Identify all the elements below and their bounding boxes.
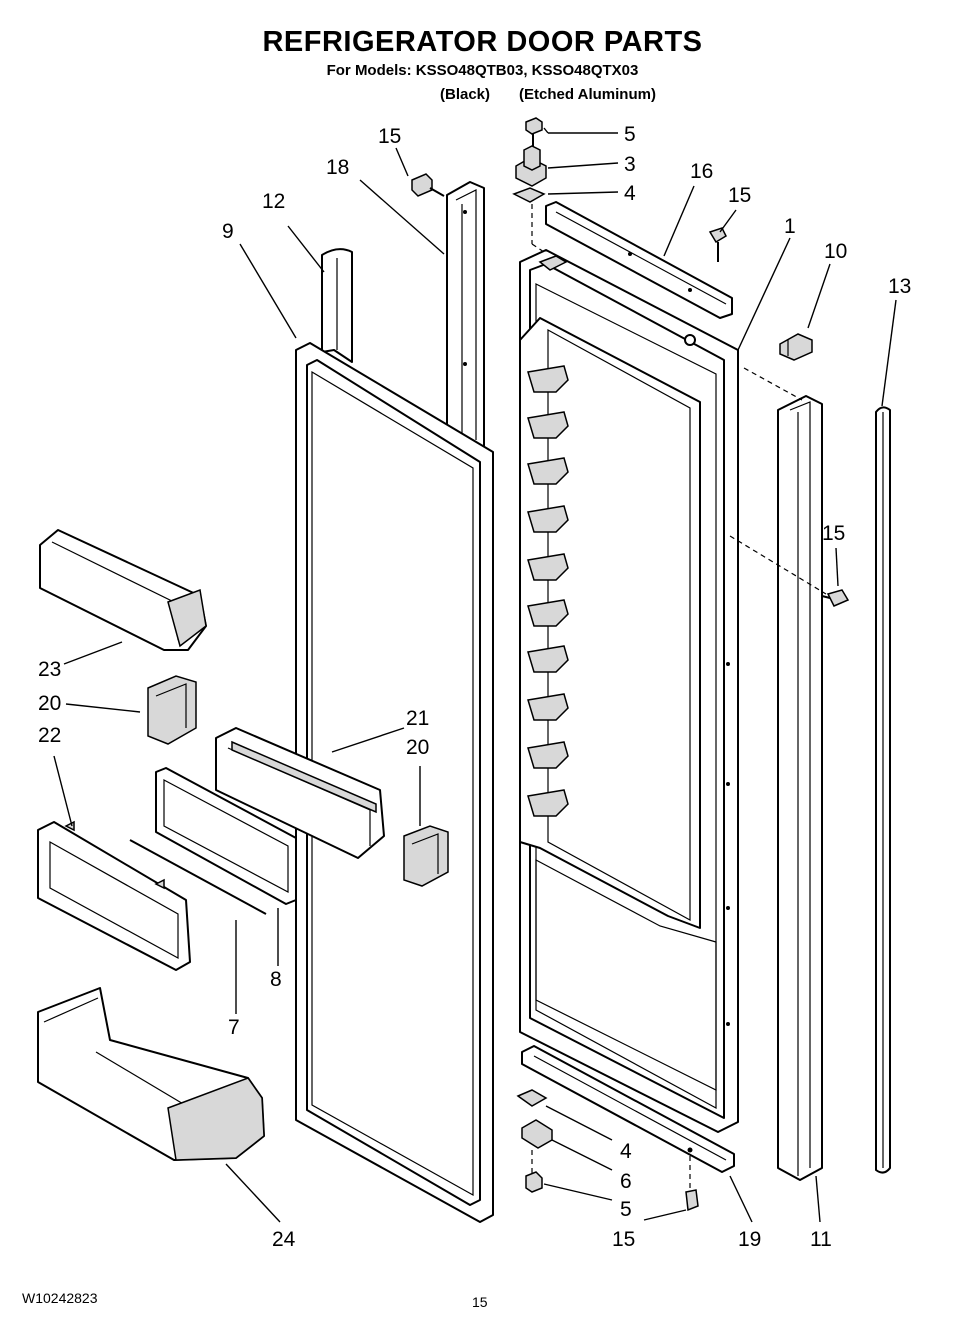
callout-10-clip: 10 <box>824 240 847 263</box>
callout-19-bottom-trim: 19 <box>738 1228 761 1251</box>
page-number: 15 <box>472 1294 488 1310</box>
callout-4-top-spacer: 4 <box>624 182 636 205</box>
callout-9-door-gasket: 9 <box>222 220 234 243</box>
callout-3-top-hinge: 3 <box>624 153 636 176</box>
callout-11-side-channel: 11 <box>810 1228 832 1251</box>
callout-21-dairy-frame: 21 <box>406 707 429 730</box>
part-19-bottom-trim <box>521 1045 735 1173</box>
callout-22-dairy-door: 22 <box>38 724 61 747</box>
part-20-bin-clip-left <box>147 675 197 745</box>
model-list: For Models: KSSO48QTB03, KSSO48QTX03 <box>326 62 639 79</box>
part-24-large-door-bin <box>37 987 265 1161</box>
leader-lines <box>53 127 897 1223</box>
part-10-clip <box>779 333 813 361</box>
part-23-door-bin <box>39 529 207 651</box>
part-18-channel <box>446 181 485 451</box>
callout-13-gasket-strip: 13 <box>888 275 911 298</box>
callout-16-top-trim: 16 <box>690 160 713 183</box>
part-1-door-panel <box>519 249 739 1133</box>
part-22-dairy-door <box>37 820 191 971</box>
variant-black-label: (Black) <box>440 86 491 103</box>
part-13-gasket-strip <box>875 406 891 1174</box>
callout-7-hinge-rod: 7 <box>228 1016 240 1039</box>
variant-etched-label: (Etched Aluminum) <box>519 86 656 103</box>
callout-5-bottom-screw: 5 <box>620 1198 632 1221</box>
callout-6-bottom-hinge: 6 <box>620 1170 632 1193</box>
part-20-bin-clip-right <box>403 825 449 887</box>
callout-23-door-bin: 23 <box>38 658 61 681</box>
part-11-side-channel <box>777 395 823 1181</box>
part-21-dairy-frame <box>215 727 385 859</box>
callout-12-trim-strip: 12 <box>262 190 285 213</box>
part-8-dairy-door-frame <box>155 767 297 905</box>
shelf-supports <box>527 365 569 817</box>
callout-8-dairy-door-frame: 8 <box>270 968 282 991</box>
callout-24-large-door-bin: 24 <box>272 1228 296 1251</box>
part-9-door-gasket <box>295 342 494 1223</box>
callout-4-bottom-spacer: 4 <box>620 1140 632 1163</box>
page-title: REFRIGERATOR DOOR PARTS <box>262 26 703 58</box>
hardware-parts <box>411 117 850 1212</box>
callout-15-top-left-screw: 15 <box>378 125 401 148</box>
part-12-trim-strip <box>321 248 353 363</box>
callout-20-left-clip: 20 <box>38 692 61 715</box>
callout-20-right-clip: 20 <box>406 736 429 759</box>
part-7-hinge-rod <box>129 839 267 915</box>
callout-15-side-screw: 15 <box>822 522 845 545</box>
callout-15-bottom-screw: 15 <box>612 1228 635 1251</box>
callout-18-channel: 18 <box>326 156 349 179</box>
document-number: W10242823 <box>22 1290 98 1306</box>
callout-5-top-screw: 5 <box>624 123 636 146</box>
callout-1-door-panel: 1 <box>784 215 796 238</box>
part-16-top-trim <box>545 201 733 319</box>
callout-15-top-right-screw: 15 <box>728 184 751 207</box>
callout-labels: 15 5 3 4 18 16 15 12 9 1 10 13 15 23 20 … <box>38 123 911 1251</box>
